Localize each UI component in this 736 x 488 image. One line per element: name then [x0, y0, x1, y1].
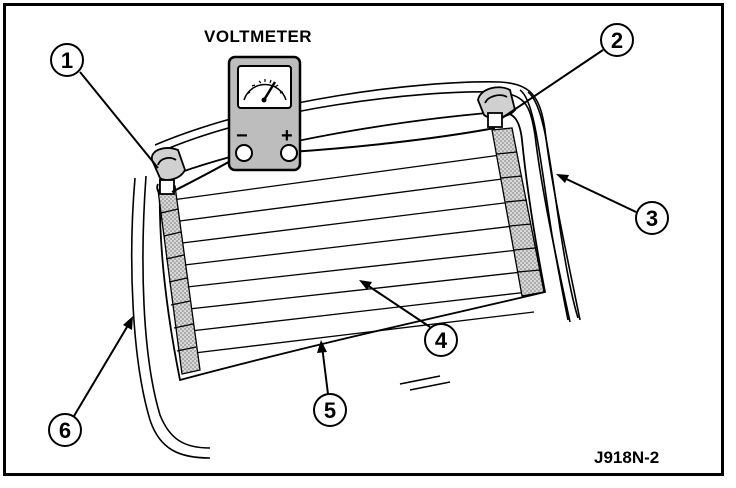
heater-grid-lines — [171, 153, 535, 355]
callout-6: 6 — [48, 316, 133, 447]
rear-window-glass — [158, 111, 547, 382]
callout-1: 1 — [50, 43, 159, 169]
callout-4-label: 4 — [435, 328, 448, 353]
voltmeter-title: VOLTMETER — [204, 27, 312, 46]
figure-code: J918N-2 — [594, 448, 659, 467]
callout-6-label: 6 — [59, 418, 71, 443]
voltmeter: − + — [227, 55, 302, 172]
meter-plus-sign: + — [281, 125, 293, 147]
callout-2-label: 2 — [611, 28, 623, 53]
callout-3: 3 — [556, 174, 669, 235]
left-connector — [151, 147, 186, 195]
right-connector — [477, 86, 516, 128]
callout-5: 5 — [313, 340, 347, 427]
right-bus-bar — [491, 127, 545, 297]
callout-5-label: 5 — [324, 398, 336, 423]
meter-minus-sign: − — [236, 125, 248, 147]
callout-2: 2 — [501, 23, 634, 119]
callout-1-label: 1 — [61, 48, 73, 73]
callout-4: 4 — [359, 280, 458, 357]
callout-3-label: 3 — [646, 206, 658, 231]
